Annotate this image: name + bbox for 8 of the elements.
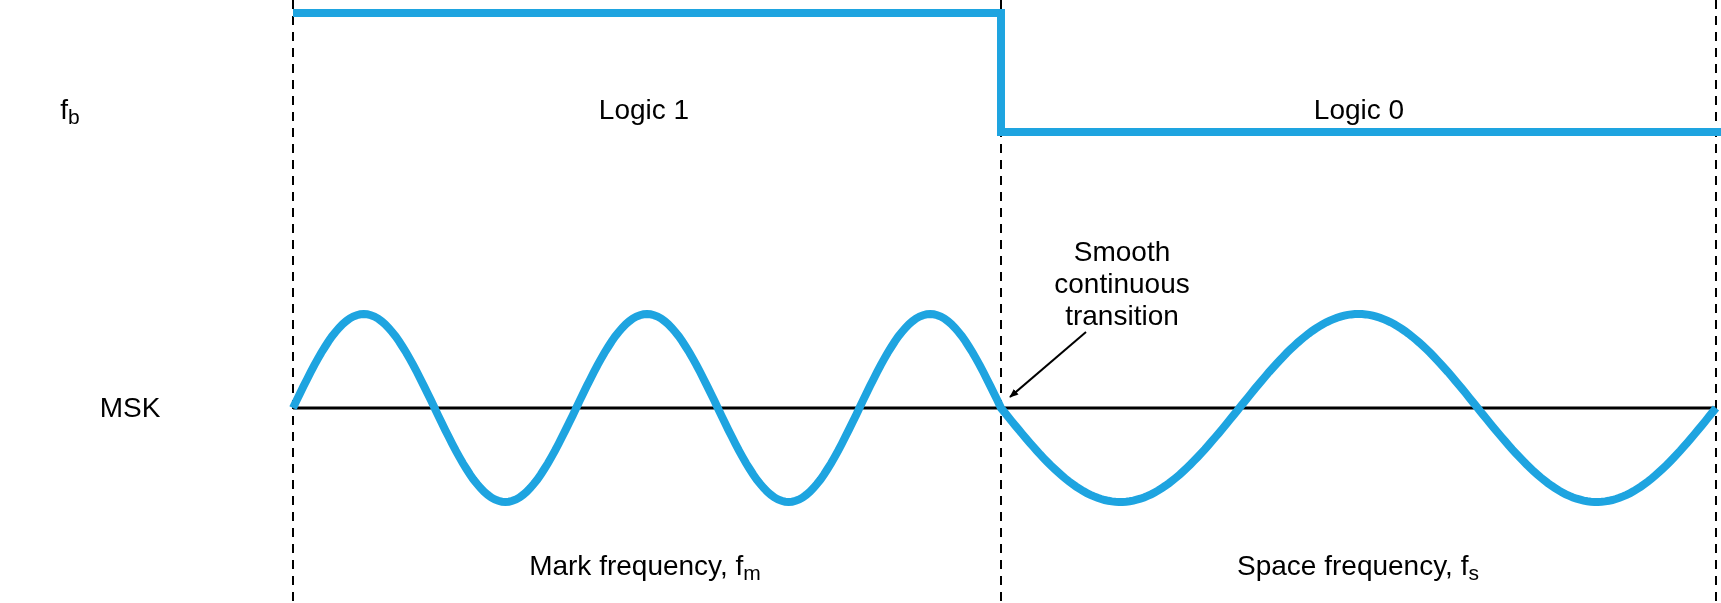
leader-arrow [1009,331,1087,398]
logic-level-label: Logic 0 [1313,96,1405,124]
annotation-text: Smooth continuous transition [1022,238,1222,330]
logic-level-label: Logic 1 [598,96,690,124]
frequency-label: Mark frequency, f$_{m}$ [529,552,761,580]
frequency-label: Space frequency, f$_{s}$ [1237,552,1479,580]
signal-name: f$_{b}$ [60,96,80,124]
signal-name: MSK [99,394,161,422]
